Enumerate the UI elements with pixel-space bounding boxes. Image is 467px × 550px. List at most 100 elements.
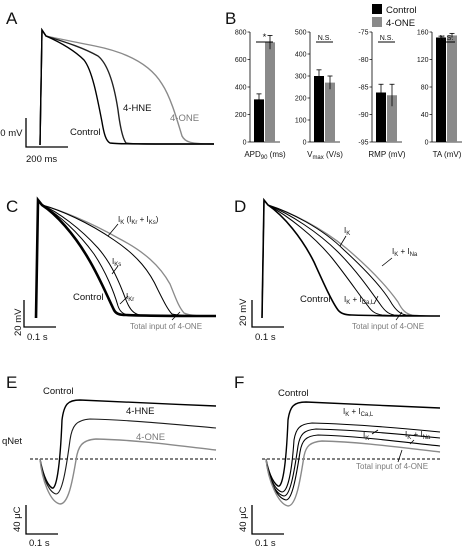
x-label-1: Vmax (V/s)	[307, 150, 343, 161]
arrow-d-ik	[339, 235, 347, 247]
y-tick-label-2-4: -75	[358, 29, 368, 36]
scale-q-e: 40 μC	[12, 506, 23, 532]
bar-3-1	[447, 35, 457, 142]
trace-f-ina	[265, 434, 441, 501]
trace-c-total	[35, 198, 217, 319]
bar-0-1	[265, 42, 275, 142]
label-d-total: Total input of 4-ONE	[352, 322, 424, 331]
scale-t-e: 0.1 s	[29, 538, 50, 549]
trace-4-hne	[39, 27, 215, 146]
label-e-control: Control	[43, 386, 74, 397]
scale-t-d: 0.1 s	[255, 332, 276, 343]
y-tick-label-1-5: 500	[295, 29, 307, 36]
arrow-d-ical	[373, 295, 379, 305]
panel-e: qNet Control 4-HNE 4-ONE 40 μC 0.1 s	[2, 386, 217, 549]
label-c-iks: IKs	[112, 257, 121, 268]
label-e-qnet: qNet	[2, 436, 22, 447]
y-tick-label-3-3: 120	[417, 57, 429, 64]
label-4-one: 4-ONE	[170, 113, 199, 124]
trace-4-one	[39, 27, 215, 146]
label-4-hne: 4-HNE	[123, 103, 152, 114]
trace-f-control	[265, 401, 441, 487]
y-tick-label-3-0: 0	[425, 139, 429, 146]
y-tick-label-1-2: 200	[295, 95, 307, 102]
trace-e-4-hne	[39, 418, 217, 495]
bar-1-1	[325, 82, 335, 142]
scale-bar-e	[25, 505, 58, 535]
scale-bar-c	[23, 300, 56, 328]
label-c-ikr: IKr	[126, 292, 134, 303]
scale-t-c: 0.1 s	[27, 332, 48, 343]
y-tick-label-2-2: -85	[358, 84, 368, 91]
x-label-0: APD90 (ms)	[244, 150, 286, 161]
significance-label-2: N.S.	[380, 35, 394, 42]
label-e-4-hne: 4-HNE	[126, 406, 155, 417]
legend-swatch-4-one	[372, 17, 382, 27]
label-f-ical: IK + ICa,L	[343, 407, 374, 418]
y-tick-label-2-3: -80	[358, 57, 368, 64]
label-f-total: Total input of 4-ONE	[356, 462, 428, 471]
legend: Control 4-ONE	[372, 4, 417, 29]
panel-letter-e: E	[6, 373, 17, 392]
scale-v-c: 20 mV	[13, 308, 24, 336]
scale-bar-d	[251, 300, 284, 328]
trace-e-4-one	[39, 438, 217, 505]
trace-control	[39, 27, 215, 146]
label-control: Control	[70, 127, 101, 138]
trace-d-control	[261, 197, 441, 319]
scale-t-f: 0.1 s	[255, 538, 276, 549]
arrow-c-total	[171, 311, 181, 321]
arrow-c-ik	[107, 223, 119, 237]
panel-letter-c: C	[6, 197, 18, 216]
arrow-f-total	[397, 449, 403, 463]
panel-d: IK IK + INa IK + ICa,L Control Total inp…	[238, 197, 441, 343]
panel-letter-b: B	[225, 9, 236, 28]
arrow-c-iks	[111, 265, 119, 275]
x-label-2: RMP (mV)	[368, 150, 406, 159]
label-d-ik-ina: IK + INa	[392, 247, 418, 258]
significance-label-1: N.S.	[318, 35, 332, 42]
bar-0-0	[254, 99, 264, 142]
panel-c: IK (IKr + IKs) IKs IKr Control Total inp…	[13, 196, 217, 343]
trace-f-ical	[265, 422, 441, 493]
label-c-total: Total input of 4-ONE	[130, 322, 202, 331]
y-tick-label-3-1: 40	[421, 112, 429, 119]
y-tick-label-0-3: 600	[235, 57, 247, 64]
bar-3-0	[436, 37, 446, 142]
legend-label-4-one: 4-ONE	[386, 18, 415, 29]
label-c-control: Control	[73, 292, 104, 303]
scale-t-a: 200 ms	[26, 154, 57, 165]
label-d-control: Control	[300, 294, 331, 305]
y-tick-label-3-2: 80	[421, 84, 429, 91]
legend-swatch-control	[372, 4, 382, 14]
arrow-f-ina	[409, 439, 415, 445]
trace-e-control	[39, 399, 217, 489]
label-f-control: Control	[278, 388, 309, 399]
label-d-ik-ical: IK + ICa,L	[344, 295, 375, 306]
bar-2-0	[376, 92, 386, 142]
scale-q-f: 40 μC	[238, 506, 249, 532]
significance-label-0: *	[263, 32, 267, 43]
y-tick-label-3-4: 160	[417, 29, 429, 36]
y-tick-label-1-1: 100	[295, 117, 307, 124]
y-tick-label-2-1: -90	[358, 112, 368, 119]
label-f-ina: IK + INa	[405, 430, 431, 441]
y-tick-label-2-0: -95	[358, 139, 368, 146]
scale-v-d: 20 mV	[238, 298, 249, 326]
panel-letter-a: A	[6, 9, 18, 28]
arrow-d-ina	[381, 257, 393, 267]
y-tick-label-1-3: 300	[295, 73, 307, 80]
label-f-ik: IK	[363, 431, 369, 442]
arrow-c-ikr	[119, 295, 129, 305]
label-e-4-one: 4-ONE	[136, 432, 165, 443]
trace-c-control	[34, 196, 217, 319]
arrow-d-total	[395, 311, 403, 321]
bar-1-0	[314, 76, 324, 142]
trace-f-total	[265, 440, 441, 507]
legend-label-control: Control	[386, 5, 417, 16]
y-tick-label-1-0: 0	[303, 139, 307, 146]
y-tick-label-0-1: 200	[235, 112, 247, 119]
